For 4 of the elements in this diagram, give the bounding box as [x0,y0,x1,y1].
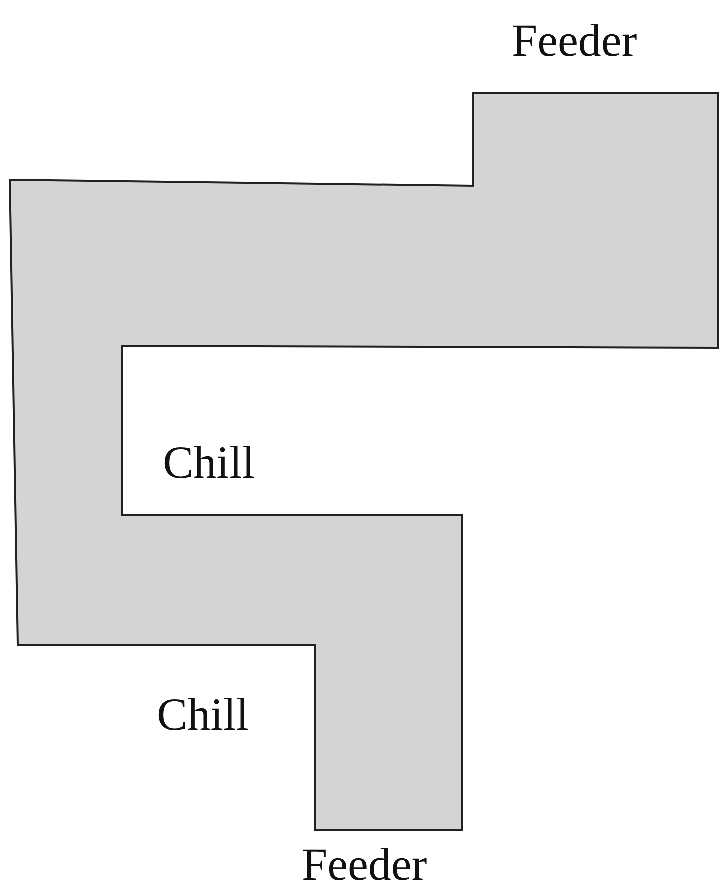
part-label: Feeder [512,18,638,64]
part-label: Feeder [302,842,428,888]
part-label: Chill [157,692,250,738]
part-label: Chill [163,440,256,486]
